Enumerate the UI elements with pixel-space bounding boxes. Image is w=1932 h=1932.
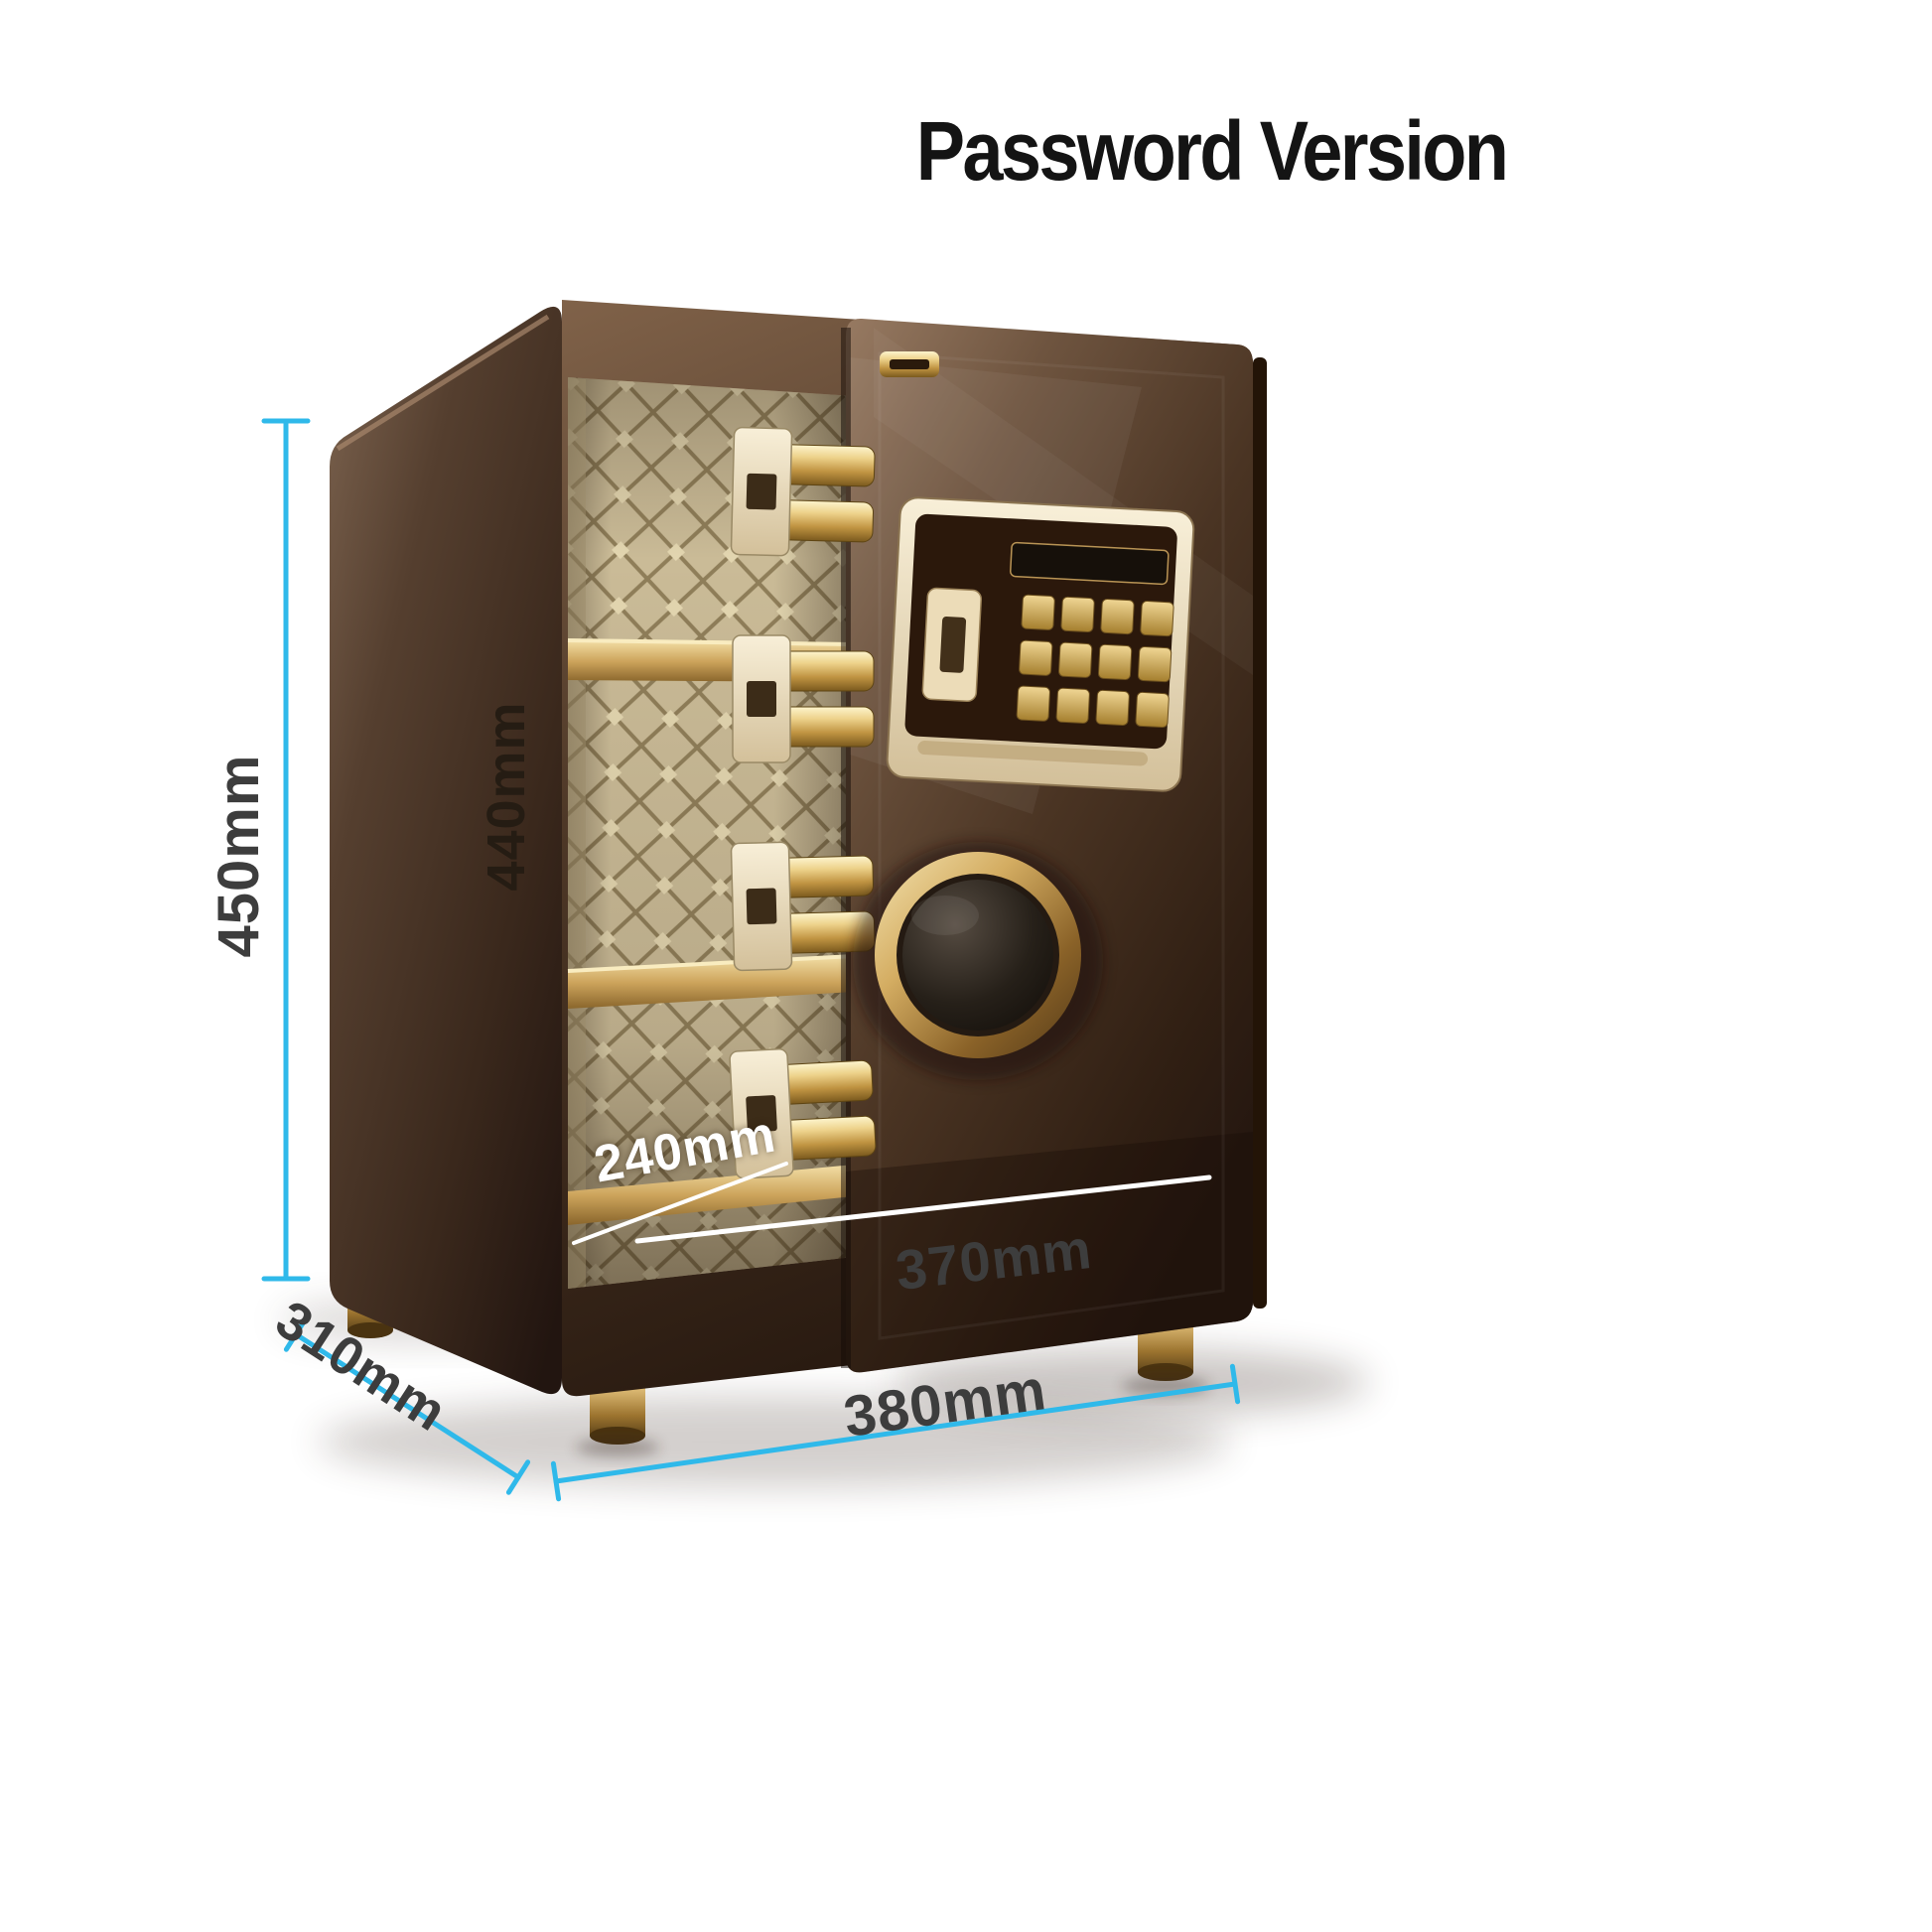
dimension-label-interior-height: 440mm bbox=[477, 701, 536, 892]
door-bottom-shade bbox=[846, 1132, 1253, 1373]
safe-left-panel bbox=[330, 306, 562, 1395]
keypad-bottom-trim bbox=[917, 741, 1149, 766]
dial-knob bbox=[853, 842, 1103, 1080]
knob-face bbox=[902, 880, 1053, 1031]
left-panel-top-highlight bbox=[336, 314, 550, 452]
page-title: Password Version bbox=[915, 104, 1509, 198]
interior-shelf-3 bbox=[568, 1165, 854, 1225]
knob-highlight bbox=[911, 896, 979, 935]
width-dimension-line bbox=[550, 1363, 1241, 1502]
bolt-unit-2 bbox=[732, 634, 875, 763]
keypad-buttons bbox=[1016, 594, 1174, 729]
dimension-label-overall-height: 450mm bbox=[206, 754, 271, 958]
interior-left-wall-edge bbox=[568, 377, 586, 1289]
brand-badge bbox=[880, 351, 939, 377]
dimension-lines bbox=[261, 418, 1241, 1502]
door-width-line bbox=[634, 1174, 1212, 1244]
door-hinge-edge bbox=[1253, 357, 1267, 1309]
bolt-unit-4 bbox=[729, 1047, 877, 1179]
locking-bolts bbox=[729, 426, 877, 1179]
interior-depth-line bbox=[572, 1162, 788, 1245]
safe-door bbox=[841, 318, 1267, 1373]
foot-front-left bbox=[576, 1386, 659, 1456]
shelf-2-highlight bbox=[567, 954, 855, 973]
bolt-unit-1 bbox=[730, 426, 876, 557]
height-dimension-line bbox=[261, 418, 311, 1282]
shelf-1-highlight bbox=[567, 638, 855, 646]
bolt-unit-3 bbox=[730, 841, 876, 972]
keypad-display bbox=[1010, 541, 1170, 586]
keypad-key-slot bbox=[939, 617, 967, 673]
keypad-panel bbox=[886, 496, 1195, 792]
depth-dimension-line bbox=[283, 1316, 531, 1495]
